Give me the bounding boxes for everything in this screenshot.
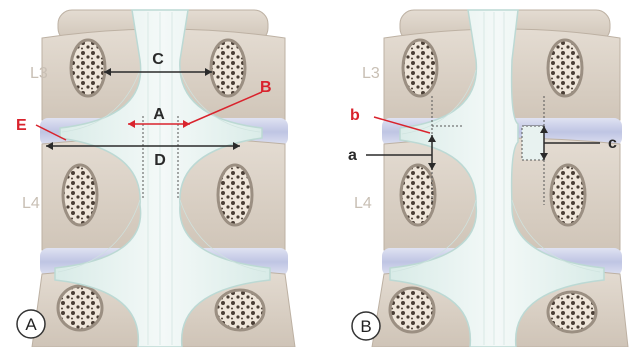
pedicle-l3-left	[71, 40, 105, 96]
label-a: A	[153, 106, 165, 123]
panel-b: b a c L3 L4 B	[348, 10, 628, 347]
label-a-lower: a	[348, 147, 357, 164]
level-label-l4-a: L4	[22, 195, 40, 212]
level-label-l3-b: L3	[362, 65, 380, 82]
label-c: C	[152, 51, 164, 68]
pedicle-l4-right	[218, 165, 252, 225]
label-d: D	[154, 152, 166, 169]
label-b-lower: b	[350, 107, 360, 124]
pedicle-l3-left-b	[403, 40, 437, 96]
label-e: E	[16, 117, 27, 134]
pedicle-l5-left-b	[390, 288, 434, 332]
pedicle-l3-right-b	[548, 40, 582, 96]
label-c-lower: c	[608, 135, 617, 152]
panel-b-badge-label: B	[360, 317, 371, 336]
level-label-l3-a: L3	[30, 65, 48, 82]
pedicle-l3-right	[211, 40, 245, 96]
pedicle-l4-right-b	[551, 165, 585, 225]
pedicle-l5-left	[58, 286, 102, 330]
label-b: B	[260, 79, 272, 96]
pedicle-l5-right-b	[548, 292, 596, 332]
pedicle-l5-right	[216, 290, 264, 330]
panel-a-badge-label: A	[25, 315, 37, 334]
pedicle-l4-left-b	[401, 165, 435, 225]
panel-a: C A B E D L3 L4 A	[16, 10, 295, 347]
pedicle-l4-left	[63, 165, 97, 225]
level-label-l4-b: L4	[354, 195, 372, 212]
